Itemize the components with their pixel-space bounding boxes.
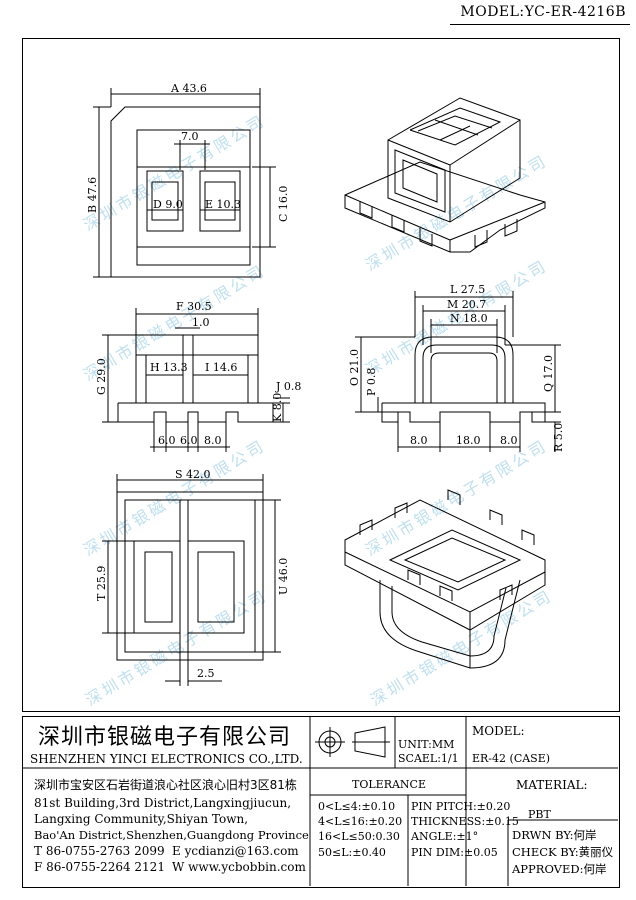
dim-s: S 42.0 (175, 468, 211, 481)
top-view-labels: A 43.6 7.0 D 9.0 E 10.3 B 47.6 C 16.0 (86, 82, 290, 222)
dim-g: G 29.0 (95, 358, 108, 395)
dim-6a: 6.0 (158, 434, 176, 447)
tolerance-1: 0<L≤4:±0.10 (318, 800, 396, 813)
company-name-en: SHENZHEN YINCI ELECTRONICS CO.,LTD. (30, 752, 303, 766)
dim-l: L 27.5 (450, 283, 485, 296)
dim-j: J 0.8 (275, 380, 301, 393)
dim-n: N 18.0 (450, 312, 488, 325)
dim-h: H 13.3 (150, 361, 188, 374)
side-view-right-labels: L 27.5 M 20.7 N 18.0 O 21.0 P 0.8 Q 17.0… (348, 283, 565, 452)
company-name-cn: 深圳市银磁电子有限公司 (38, 725, 292, 750)
dim-i: I 14.6 (205, 361, 237, 374)
tolerance-2: 4<L≤16:±0.20 (318, 815, 403, 828)
dim-f: F 30.5 (176, 300, 212, 313)
dim-1: 1.0 (192, 316, 210, 329)
dim-c: C 16.0 (277, 186, 290, 222)
model-label: MODEL: (472, 724, 525, 738)
pin-dim: PIN DIM:±0.05 (411, 846, 498, 859)
angle: ANGLE:±1° (411, 830, 479, 843)
address-line2: Langxing Community,Shiyan Town, (34, 812, 249, 826)
fax: F 86-0755-2264 2121 (34, 860, 165, 874)
dim-8c: 8.0 (500, 434, 518, 447)
unit: UNIT:MM (398, 738, 455, 751)
dim-7: 7.0 (181, 130, 199, 143)
side-view-left-labels: F 30.5 1.0 H 13.3 I 14.6 J 0.8 G 29.0 K … (95, 300, 301, 447)
dim-k: K 8.0 (271, 393, 284, 422)
model-value: ER-42 (CASE) (472, 752, 551, 765)
tolerance-3: 16<L≤50:0.30 (318, 830, 400, 843)
dim-6b: 6.0 (180, 434, 198, 447)
technical-drawing: A 43.6 7.0 D 9.0 E 10.3 B 47.6 C 16.0 (86, 82, 565, 686)
model-underline (450, 24, 630, 25)
top-view (93, 88, 276, 278)
dim-r: R 5.0 (552, 423, 565, 452)
dim-b: B 47.6 (86, 177, 99, 213)
address-line1: 81st Building,3rd District,Langxingjiucu… (34, 796, 292, 810)
dim-a: A 43.6 (170, 82, 207, 95)
approved-by: APPROVED:何岸 (512, 862, 607, 876)
dim-2-5: 2.5 (197, 667, 215, 680)
dim-q: Q 17.0 (542, 355, 555, 392)
address-line3: Bao'An District,Shenzhen,Guangdong Provi… (34, 828, 309, 842)
address-cn: 深圳市宝安区石岩街道浪心社区浪心旧村3区81栋 (34, 778, 297, 792)
bottom-view (102, 474, 281, 686)
dim-18: 18.0 (456, 434, 481, 447)
tolerance-title: TOLERANCE (352, 778, 426, 791)
dim-o: O 21.0 (348, 349, 361, 386)
dim-p: P 0.8 (365, 368, 378, 396)
dim-t: T 25.9 (95, 566, 108, 601)
drawing-frame (22, 38, 620, 712)
title-block (22, 716, 620, 888)
iso-view-bottom (344, 489, 546, 669)
tolerance-4: 50≤L:±0.40 (318, 846, 386, 859)
model-number: MODEL:YC-ER-4216B (460, 4, 626, 20)
bottom-view-labels: S 42.0 T 25.9 U 46.0 2.5 (95, 468, 290, 680)
side-view-right (355, 291, 561, 452)
dim-m: M 20.7 (447, 298, 486, 311)
iso-view-top (344, 97, 546, 253)
material-value: PBT (528, 808, 551, 821)
thickness: THICKNESS:±0.15 (411, 815, 519, 828)
scale: SCAEL:1/1 (398, 752, 459, 765)
projection-symbol (315, 726, 390, 758)
telephone: T 86-0755-2763 2099 (34, 844, 165, 858)
email: E ycdianzi@163.com (172, 844, 299, 858)
dim-8a: 8.0 (204, 434, 222, 447)
pin-pitch: PIN PITCH:±0.20 (411, 800, 511, 813)
side-view-left (102, 308, 290, 452)
website: W www.ycbobbin.com (172, 860, 306, 874)
dim-u: U 46.0 (277, 558, 290, 595)
material-label: MATERIAL: (516, 778, 588, 792)
drawn-by: DRWN BY:何岸 (512, 828, 597, 842)
dim-e: E 10.3 (205, 198, 241, 211)
checked-by: CHECK BY:黄丽仪 (512, 845, 614, 859)
dim-d: D 9.0 (153, 198, 183, 211)
dim-8b: 8.0 (410, 434, 428, 447)
